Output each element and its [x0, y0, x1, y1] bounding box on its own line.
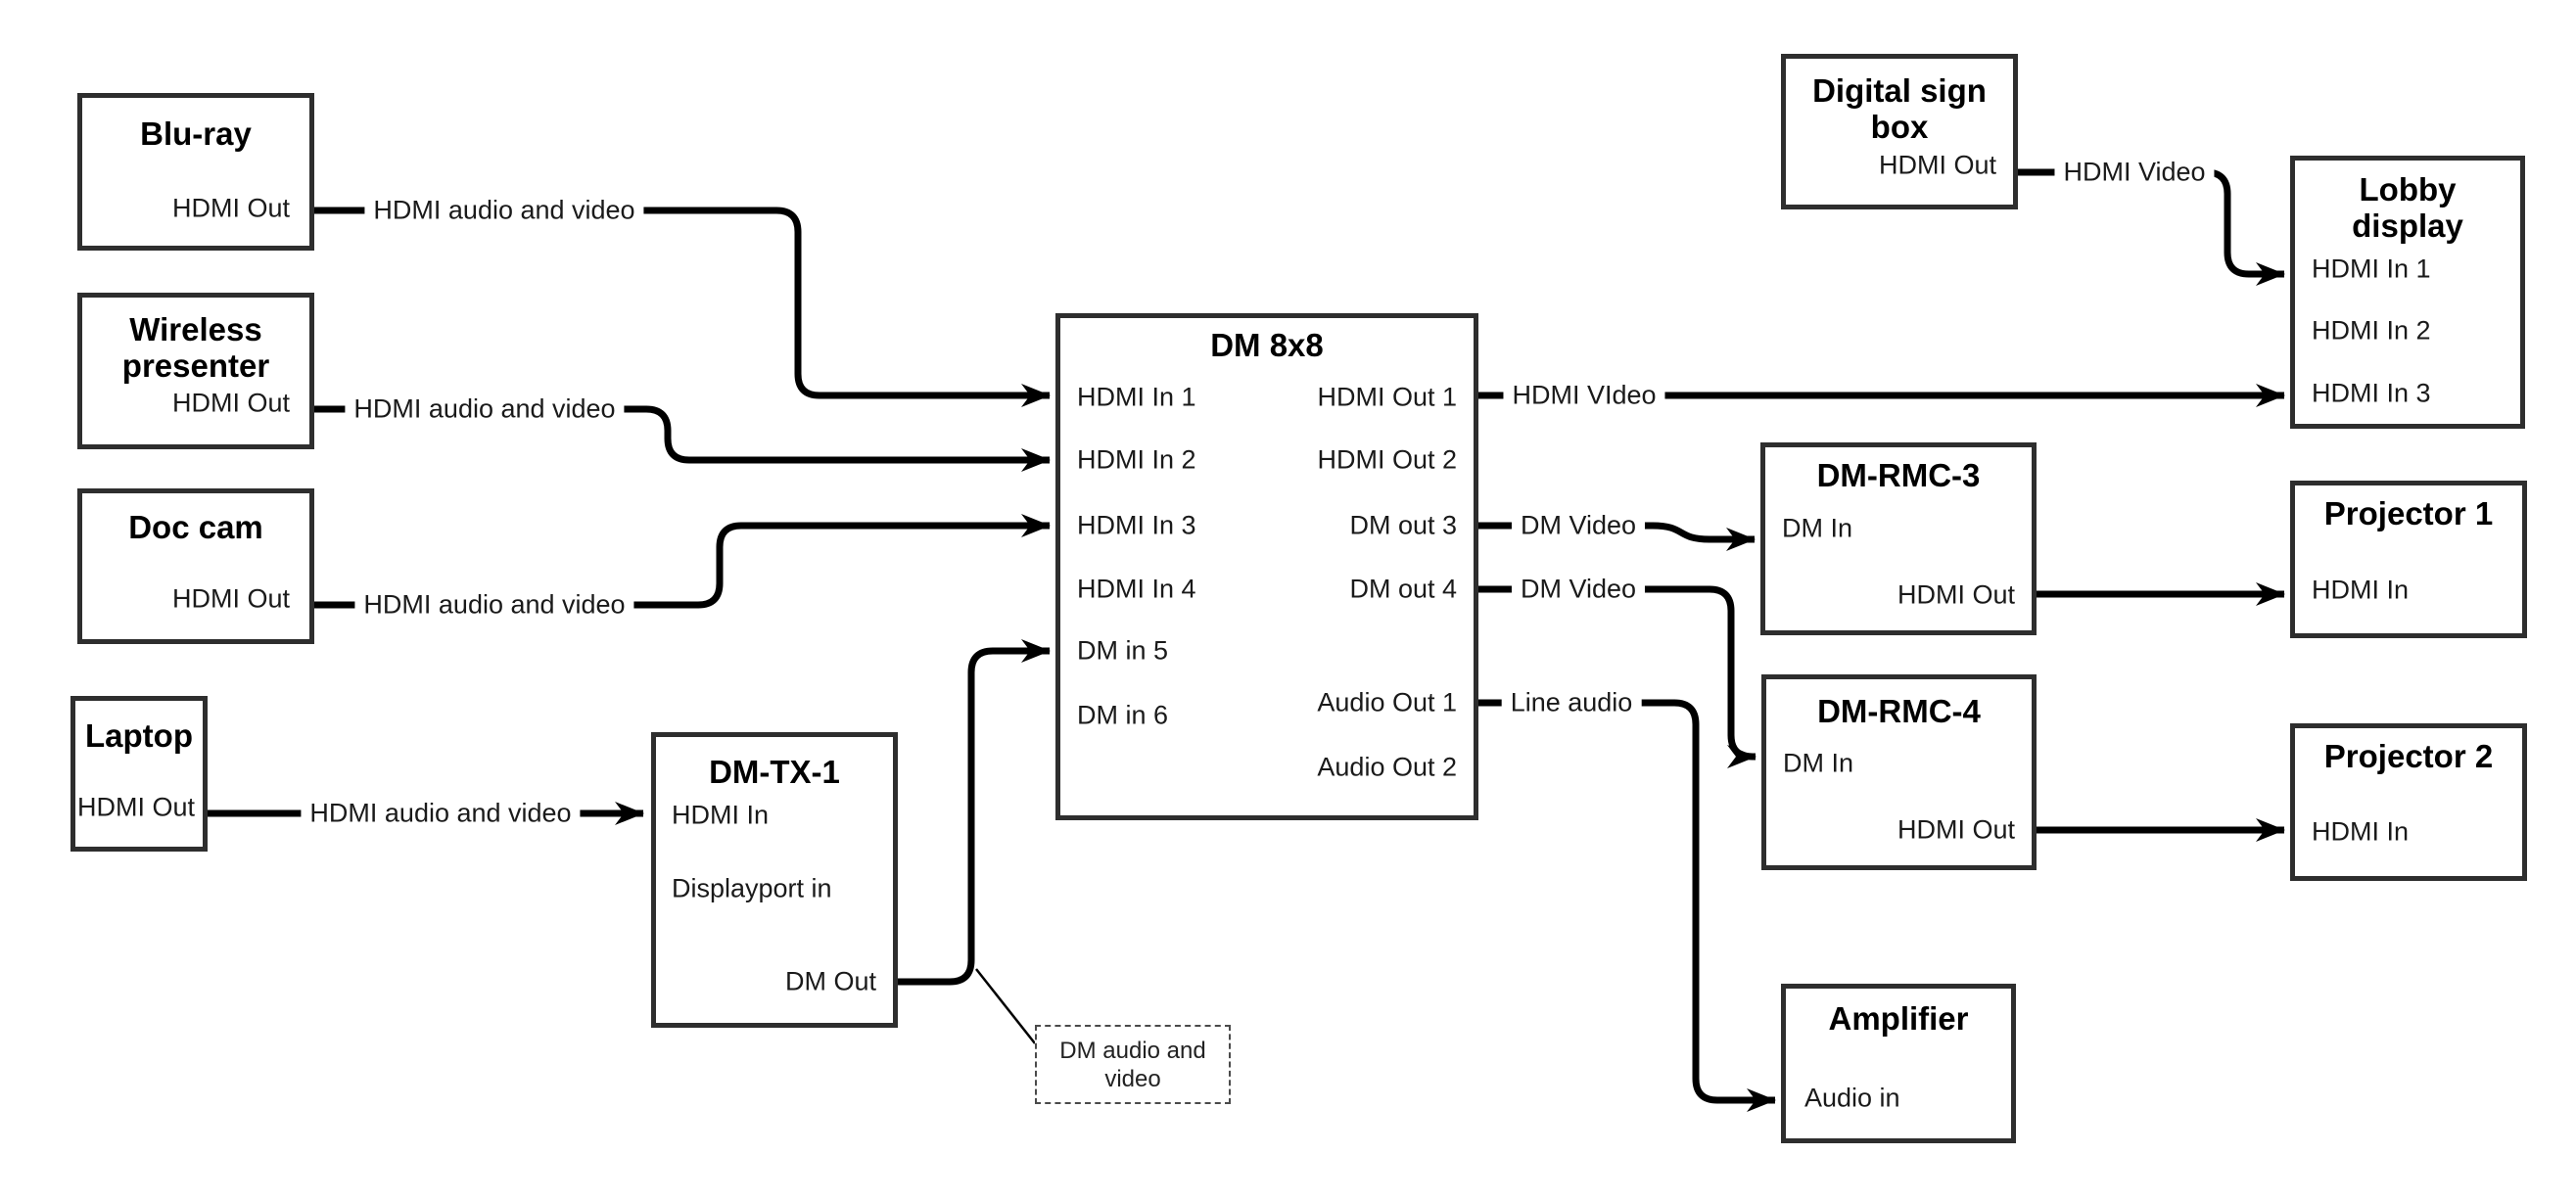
node-dm-rmc-3-title: DM-RMC-3 [1816, 457, 1981, 493]
port-lobby-hdmi-in-1: HDMI In 1 [2312, 254, 2431, 284]
note-leader-line [975, 968, 1036, 1044]
port-dm8x8-hdmi-in-1: HDMI In 1 [1077, 382, 1196, 412]
port-dmrmc4-hdmi-out: HDMI Out [1897, 814, 2015, 845]
port-dm8x8-hdmi-out-2: HDMI Out 2 [1317, 444, 1457, 475]
node-lobby-display: Lobby display HDMI In 1 HDMI In 2 HDMI I… [2290, 156, 2525, 429]
node-dm-8x8-title: DM 8x8 [1210, 327, 1324, 363]
label-dm8x8-dmrmc4: DM Video [1511, 574, 1646, 605]
node-projector-1-title: Projector 1 [2323, 495, 2494, 531]
node-bluray-title: Blu-ray [140, 115, 252, 152]
node-dm-8x8: DM 8x8 HDMI In 1 HDMI In 2 HDMI In 3 HDM… [1055, 313, 1478, 820]
port-dmtx1-dm-out: DM Out [784, 966, 876, 996]
label-doccam-dm8x8: HDMI audio and video [354, 589, 634, 621]
port-dm8x8-audio-out-2: Audio Out 2 [1317, 752, 1457, 782]
port-doccam-hdmi-out: HDMI Out [171, 583, 290, 614]
node-doc-cam: Doc cam HDMI Out [77, 488, 314, 644]
port-bluray-hdmi-out: HDMI Out [171, 193, 290, 223]
port-dmrmc3-hdmi-out: HDMI Out [1897, 579, 2015, 610]
port-dm8x8-dm-in-6: DM in 6 [1077, 700, 1169, 730]
node-bluray: Blu-ray HDMI Out [77, 93, 314, 251]
node-digital-sign-box-title: Digital sign box [1812, 72, 1987, 145]
connection-dm8x8-amplifier [1478, 699, 1776, 1112]
port-proj1-hdmi-in: HDMI In [2312, 575, 2410, 605]
port-proj2-hdmi-in: HDMI In [2312, 816, 2410, 847]
node-dm-rmc-4: DM-RMC-4 DM In HDMI Out [1761, 674, 2037, 870]
connection-dmtx1-dm8x8 [898, 639, 1051, 986]
node-wireless-presenter-title: Wireless presenter [121, 311, 270, 384]
node-projector-2: Projector 2 HDMI In [2290, 723, 2527, 881]
port-dm8x8-audio-out-1: Audio Out 1 [1317, 687, 1457, 717]
node-laptop: Laptop HDMI Out [70, 696, 208, 852]
label-digitalsign-lobby: HDMI Video [2054, 157, 2215, 188]
node-dm-tx-1: DM-TX-1 HDMI In Displayport in DM Out [651, 732, 898, 1028]
port-dm8x8-dm-out-4: DM out 4 [1349, 574, 1457, 604]
node-projector-2-title: Projector 2 [2323, 738, 2494, 774]
port-digitalsign-hdmi-out: HDMI Out [1878, 150, 1996, 180]
connection-digitalsign-lobby [2018, 168, 2285, 286]
node-wireless-presenter: Wireless presenter HDMI Out [77, 293, 314, 449]
node-amplifier-title: Amplifier [1828, 1000, 1969, 1037]
label-dm8x8-dmrmc3: DM Video [1511, 510, 1646, 541]
port-dmrmc4-dm-in: DM In [1783, 748, 1854, 778]
port-amplifier-audio-in: Audio in [1804, 1083, 1900, 1113]
node-dm-rmc-4-title: DM-RMC-4 [1817, 693, 1981, 729]
connection-wireless-dm8x8 [314, 405, 1051, 472]
label-wireless-dm8x8: HDMI audio and video [345, 393, 625, 425]
port-lobby-hdmi-in-3: HDMI In 3 [2312, 378, 2431, 408]
port-dmtx1-hdmi-in: HDMI In [672, 800, 770, 830]
port-wireless-hdmi-out: HDMI Out [171, 388, 290, 418]
port-dm8x8-hdmi-in-4: HDMI In 4 [1077, 574, 1196, 604]
port-laptop-hdmi-out: HDMI Out [76, 792, 195, 822]
node-projector-1: Projector 1 HDMI In [2290, 481, 2527, 638]
port-dm8x8-dm-in-5: DM in 5 [1077, 635, 1169, 666]
note-dm-audio-and-video: DM audio and video [1035, 1025, 1231, 1104]
node-digital-sign-box: Digital sign box HDMI Out [1781, 54, 2018, 209]
node-dm-rmc-3: DM-RMC-3 DM In HDMI Out [1760, 442, 2037, 635]
label-laptop-dmtx1: HDMI audio and video [301, 798, 581, 829]
label-bluray-dm8x8: HDMI audio and video [364, 195, 644, 226]
port-dm8x8-hdmi-in-3: HDMI In 3 [1077, 510, 1196, 540]
connection-dm8x8-dmrmc4 [1478, 585, 1756, 768]
connection-doccam-dm8x8 [314, 514, 1051, 609]
port-dmrmc3-dm-in: DM In [1782, 513, 1853, 543]
label-dm8x8-amplifier: Line audio [1501, 687, 1642, 718]
node-laptop-title: Laptop [85, 717, 193, 754]
node-dm-tx-1-title: DM-TX-1 [709, 754, 840, 790]
port-dmtx1-displayport-in: Displayport in [672, 873, 832, 903]
label-dm8x8-lobby: HDMI VIdeo [1503, 380, 1665, 411]
connection-dm8x8-dmrmc3 [1478, 522, 1756, 551]
node-doc-cam-title: Doc cam [128, 509, 263, 545]
connection-bluray-dm8x8 [314, 207, 1051, 407]
node-lobby-display-title: Lobby display [2352, 171, 2463, 244]
port-dm8x8-hdmi-in-2: HDMI In 2 [1077, 444, 1196, 475]
port-dm8x8-hdmi-out-1: HDMI Out 1 [1317, 382, 1457, 412]
node-amplifier: Amplifier Audio in [1781, 984, 2016, 1143]
port-dm8x8-dm-out-3: DM out 3 [1349, 510, 1457, 540]
port-lobby-hdmi-in-2: HDMI In 2 [2312, 315, 2431, 346]
